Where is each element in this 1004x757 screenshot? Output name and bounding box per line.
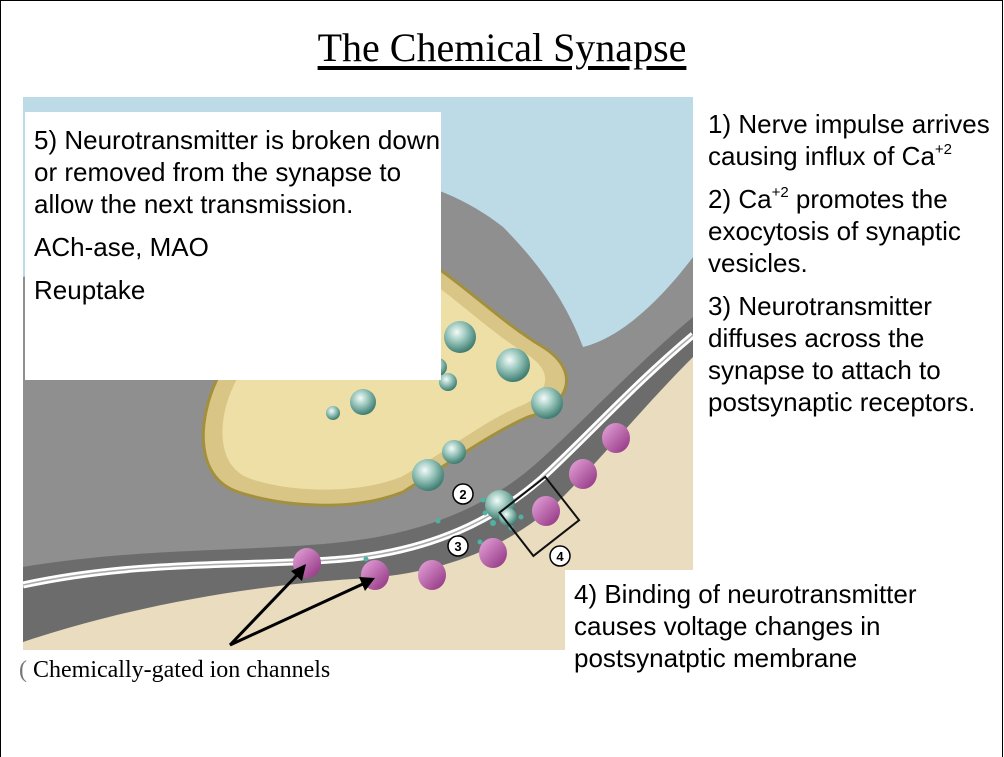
marker-4-label: 4 bbox=[556, 549, 564, 564]
ion-channel bbox=[602, 423, 630, 453]
vesicle bbox=[326, 406, 340, 420]
step-4-textbox: 4) Binding of neurotransmitter causes vo… bbox=[565, 570, 965, 730]
vesicle bbox=[412, 459, 444, 491]
vesicle bbox=[350, 389, 376, 415]
marker-4: 4 bbox=[550, 546, 570, 566]
vesicle bbox=[444, 321, 476, 353]
step-3-text: 3) Neurotransmitter diffuses across the … bbox=[708, 290, 1000, 418]
marker-2: 2 bbox=[453, 484, 473, 504]
ion-channel-caption: (Chemically-gated ion channels bbox=[19, 655, 559, 685]
step-5-text: 5) Neurotransmitter is broken down or re… bbox=[34, 124, 441, 220]
caption-clipped-char: ( bbox=[19, 657, 27, 683]
caption-text: Chemically-gated ion channels bbox=[33, 657, 330, 683]
step-4-text: 4) Binding of neurotransmitter causes vo… bbox=[574, 579, 917, 673]
ion-channel bbox=[569, 459, 597, 489]
ion-channel bbox=[418, 560, 446, 590]
vesicle bbox=[442, 440, 466, 464]
slide-border-right bbox=[1002, 0, 1003, 757]
vesicle bbox=[496, 348, 530, 382]
ion-channel bbox=[479, 538, 507, 568]
step-5-example-reuptake: Reuptake bbox=[34, 274, 441, 306]
slide-title: The Chemical Synapse bbox=[0, 22, 1004, 74]
step-2-superscript: +2 bbox=[772, 184, 789, 201]
step-2-text: 2) Ca+2 promotes the exocytosis of synap… bbox=[708, 183, 1000, 279]
slide-border-top bbox=[0, 0, 1003, 1]
steps-list: 1) Nerve impulse arrives causing influx … bbox=[708, 108, 1000, 429]
ion-channel bbox=[532, 496, 560, 526]
vesicle bbox=[531, 387, 563, 419]
marker-3-label: 3 bbox=[454, 539, 461, 554]
step-5-textbox: 5) Neurotransmitter is broken down or re… bbox=[25, 112, 441, 380]
vesicle bbox=[439, 373, 457, 391]
marker-3: 3 bbox=[448, 536, 468, 556]
step-5-example-enzymes: ACh-ase, MAO bbox=[34, 231, 441, 263]
slide-border-left bbox=[0, 0, 1, 757]
marker-2-label: 2 bbox=[459, 487, 466, 502]
step-1-text: 1) Nerve impulse arrives causing influx … bbox=[708, 108, 1000, 172]
step-1-superscript: +2 bbox=[935, 141, 952, 158]
